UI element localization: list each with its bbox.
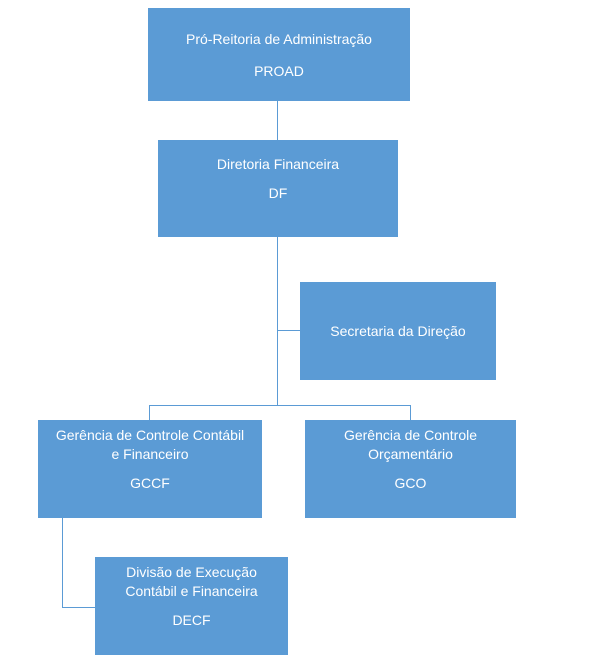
node-decf-title-line1: Divisão de Execução [126, 564, 257, 580]
node-decf-title-line2: Contábil e Financeira [125, 583, 258, 599]
connector-proad-df [277, 101, 278, 140]
node-gco-title-line2: Orçamentário [368, 446, 453, 462]
connector-df-stem [277, 237, 278, 405]
node-proad: Pró-Reitoria de Administração PROAD [148, 8, 410, 101]
node-gccf-acronym: GCCF [130, 475, 170, 491]
node-gco-title-line1: Gerência de Controle [343, 427, 478, 443]
connector-df-secretaria [278, 330, 300, 331]
connector-gccf-decf-elbow [62, 607, 95, 608]
node-decf: Divisão de Execução Contábil e Financeir… [95, 557, 288, 655]
node-df-title: Diretoria Financeira [216, 156, 340, 172]
connector-gccf-decf [62, 518, 63, 608]
node-gccf-title-line1: Gerência de Controle Contábil [55, 427, 245, 443]
connector-branch-gccf [149, 405, 150, 420]
node-secretaria-title: Secretaria da Direção [330, 322, 466, 339]
node-gccf: Gerência de Controle Contábil e Financei… [38, 420, 262, 518]
node-decf-acronym: DECF [172, 612, 211, 628]
connector-branch [149, 405, 411, 406]
node-gccf-title-line2: e Financeiro [111, 446, 189, 462]
connector-branch-gco [410, 405, 411, 420]
node-secretaria: Secretaria da Direção [300, 282, 496, 380]
node-df-acronym: DF [268, 185, 288, 201]
node-proad-acronym: PROAD [254, 63, 304, 79]
node-df: Diretoria Financeira DF [158, 140, 398, 237]
node-proad-title: Pró-Reitoria de Administração [186, 31, 372, 47]
node-gco-acronym: GCO [394, 475, 427, 491]
node-gco: Gerência de Controle Orçamentário GCO [305, 420, 516, 518]
